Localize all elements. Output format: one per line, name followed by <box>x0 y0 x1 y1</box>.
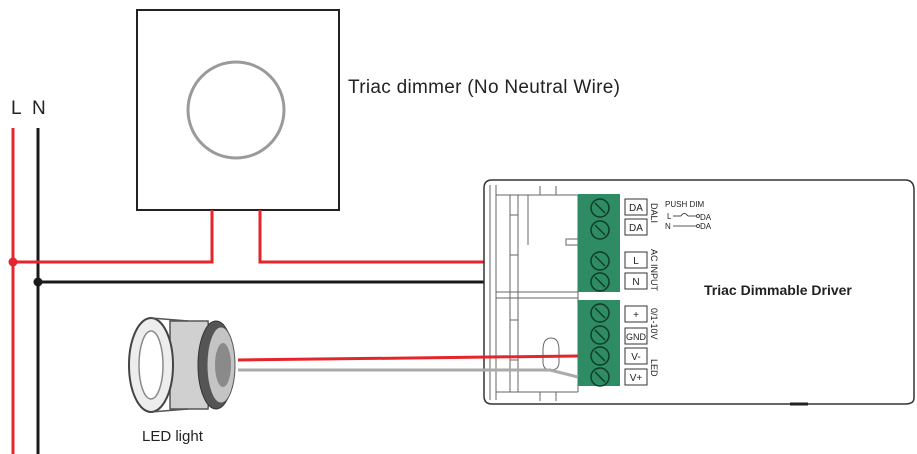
group-label-control: 0/1-10V <box>649 308 659 340</box>
push-dim-da-2: DA <box>700 222 712 231</box>
group-label-led: LED <box>649 359 659 377</box>
dimmer-label: Triac dimmer (No Neutral Wire) <box>348 77 621 98</box>
terminal-screws <box>590 198 610 387</box>
terminal-gnd: GND <box>626 332 647 342</box>
terminal-ac-n: N <box>632 277 639 288</box>
wire-dimmer-to-driver-l <box>258 210 578 264</box>
push-dim-neutral: N <box>665 222 671 231</box>
terminal-v-plus: V+ <box>630 373 643 384</box>
junction-dot-l <box>8 257 18 267</box>
wire-led-to-v-minus <box>237 354 579 362</box>
led-light-label: LED light <box>142 428 203 445</box>
group-label-dali: DALI <box>649 203 659 223</box>
terminal-dali-1: DA <box>629 203 643 214</box>
push-dim-line: L <box>667 212 672 221</box>
push-dim-da-1: DA <box>700 213 712 222</box>
triac-dimmer-body <box>136 9 340 211</box>
terminal-plus: + <box>633 310 639 321</box>
group-label-ac-input: AC INPUT <box>649 249 659 292</box>
terminal-ac-l: L <box>633 256 639 267</box>
terminal-label-boxes <box>624 198 648 386</box>
wire-led-to-v-plus <box>238 368 579 379</box>
push-switch-icon <box>673 213 700 228</box>
wire-l-to-dimmer <box>13 210 214 264</box>
terminal-dali-2: DA <box>629 223 643 234</box>
terminal-v-minus: V- <box>631 352 640 363</box>
driver-title: Triac Dimmable Driver <box>704 282 852 298</box>
mains-neutral-label: N <box>32 98 46 119</box>
dimmer-knob <box>186 60 286 160</box>
junction-dot-n <box>33 277 43 287</box>
led-light-icon <box>128 317 236 413</box>
mains-line-label: L <box>11 98 22 119</box>
push-dim-title: PUSH DIM <box>665 200 704 209</box>
